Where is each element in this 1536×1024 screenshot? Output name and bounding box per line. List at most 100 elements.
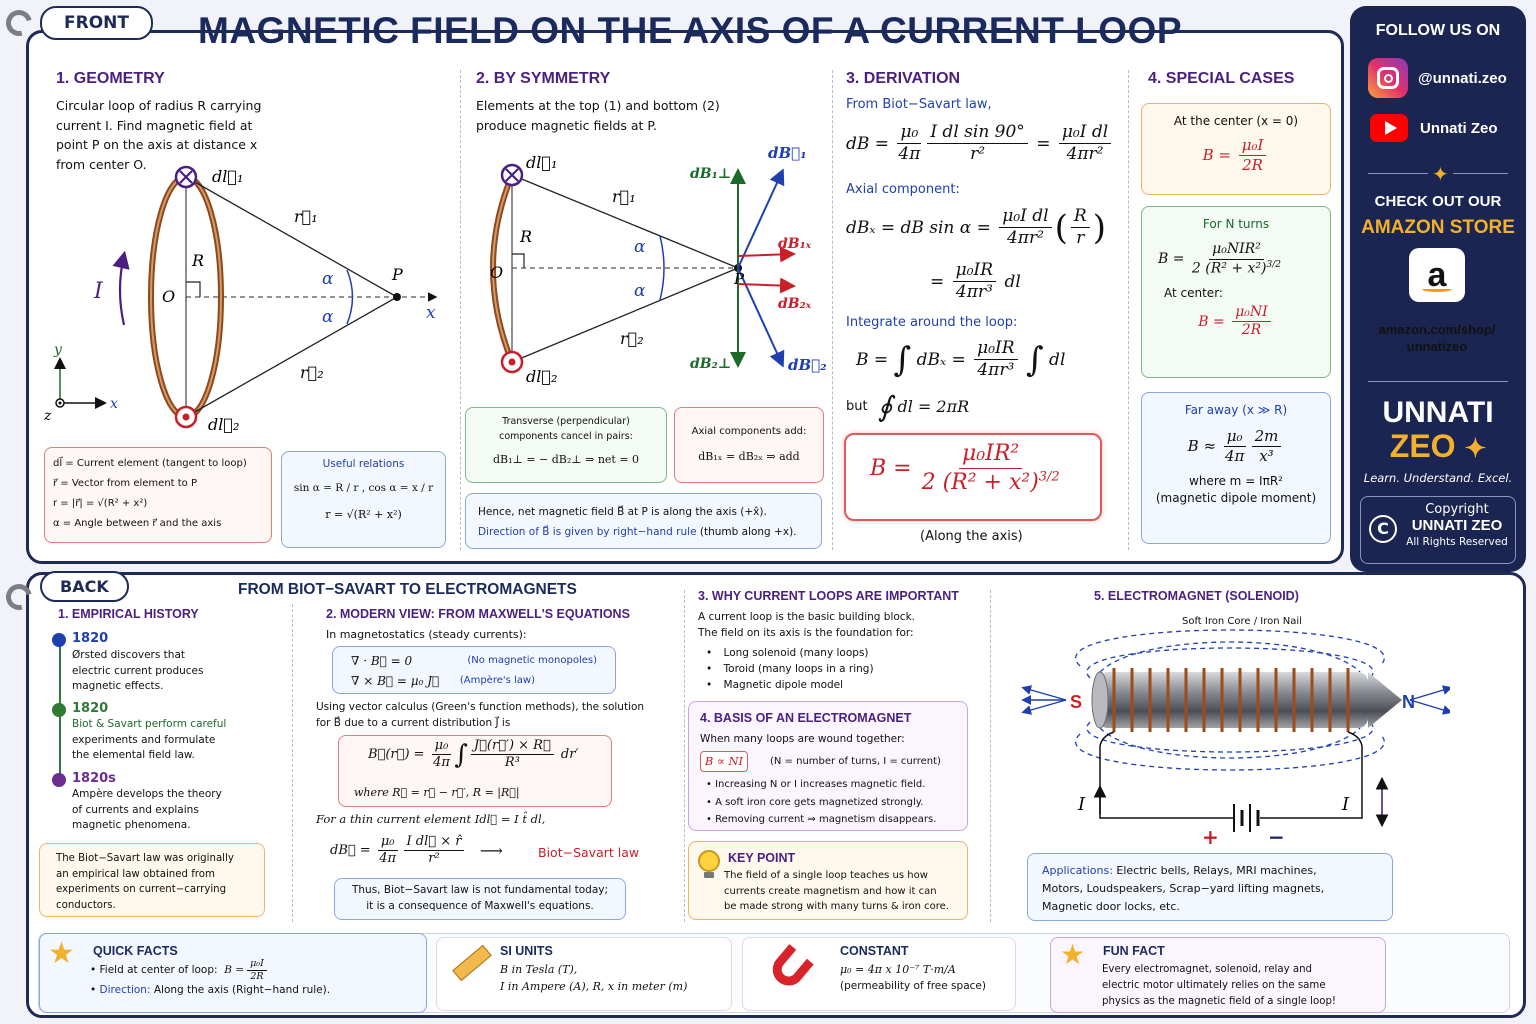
result-note: (Along the axis) — [920, 529, 1023, 544]
key-point-box — [688, 841, 968, 920]
quick-facts — [39, 933, 427, 1013]
sym-label-dl1: dl⃗₁ — [526, 153, 557, 172]
fun-fact — [1050, 937, 1386, 1013]
basis-bullets: • Increasing N or I increases magnetic f… — [706, 779, 937, 825]
si-1: B in Tesla (T), — [500, 963, 578, 976]
modern-using: Using vector calculus (Green's function … — [316, 701, 645, 729]
label-n: N — [1402, 692, 1415, 712]
solenoid-diagram: S N I I + − — [1021, 629, 1450, 848]
sym-label-alpha-bottom: α — [634, 281, 646, 301]
sym-label-r2: r⃗₂ — [620, 329, 644, 348]
sym-label-dB2p: dB₂⊥ — [690, 356, 731, 372]
divider — [832, 70, 833, 550]
const-1: μ₀ = 4π x 10⁻⁷ T·m/A — [840, 963, 956, 976]
youtube-icon — [1370, 114, 1408, 142]
check-heading: CHECK OUT OUR — [1374, 193, 1502, 210]
si-heading: SI UNITS — [500, 944, 553, 958]
divider — [460, 70, 461, 550]
geometry-heading: 1. GEOMETRY — [56, 70, 165, 87]
divider — [1368, 381, 1508, 382]
label-minus: − — [1268, 825, 1285, 848]
geometry-intro: Circular loop of radius R carrying curre… — [56, 98, 262, 172]
star-icon: ★ — [1060, 938, 1086, 971]
sym-label-O: O — [490, 263, 503, 282]
label-alpha-top: α — [322, 269, 334, 289]
transverse-box: Transverse (perpendicular) components ca… — [465, 407, 667, 483]
copyright-text: Copyright UNNATI ZEO All Rights Reserved — [1406, 502, 1508, 548]
bulb-base — [704, 872, 714, 878]
point-p — [393, 293, 401, 301]
amazon-icon[interactable]: a — [1409, 248, 1465, 302]
basis-propn: (N = number of turns, I = current) — [770, 756, 941, 767]
label-i-left: I — [1077, 794, 1086, 815]
bulb-icon — [698, 850, 720, 872]
youtube-link[interactable]: Unnati Zeo — [1370, 114, 1498, 142]
front-title: MAGNETIC FIELD ON THE AXIS OF A CURRENT … — [198, 10, 1182, 51]
eq-but: but ∮ dl = 2πR — [846, 390, 970, 423]
sym-label-dB1p: dB₁⊥ — [690, 166, 731, 182]
sym-label-alpha-top: α — [634, 237, 646, 257]
constant — [742, 937, 1016, 1011]
label-axis-x: x — [110, 396, 118, 412]
label-axis-z: z — [43, 408, 52, 424]
brand-motto: Learn. Understand. Excel. — [1363, 471, 1513, 485]
label-O: O — [162, 287, 175, 306]
sym-label-dB2x: dB₂ₓ — [778, 296, 812, 312]
basis-prop: B ∝ NI — [700, 751, 748, 772]
green-function-box — [338, 735, 612, 807]
sym-label-r1: r⃗₁ — [612, 187, 636, 206]
divider — [684, 590, 685, 922]
symmetry-conclusion: Hence, net magnetic field B⃗ at P is alo… — [465, 493, 822, 549]
const-heading: CONSTANT — [840, 944, 909, 958]
geometry-diagram: dl⃗₁ dl⃗₂ r⃗₁ r⃗₂ R O P x I α α y x z — [43, 165, 438, 434]
brand-name: UNNATI — [1382, 396, 1494, 429]
copyright-box — [1360, 496, 1516, 564]
axial-box: Axial components add: dB₁ₓ = dB₂ₓ ⇒ add — [674, 407, 824, 483]
derivation-from: From Biot−Savart law, — [846, 97, 992, 112]
derivation-heading: 3. DERIVATION — [846, 70, 961, 87]
label-plus: + — [1202, 825, 1219, 848]
label-r2: r⃗₂ — [300, 363, 324, 382]
label-axis-y: y — [53, 342, 63, 358]
derivation-integrate: Integrate around the loop: — [846, 315, 1018, 330]
modern-heading: 2. MODERN VIEW: FROM MAXWELL'S EQUATIONS — [326, 607, 630, 621]
key-heading: KEY POINT — [728, 851, 796, 865]
why-heading: 3. WHY CURRENT LOOPS ARE IMPORTANT — [698, 589, 959, 603]
follow-heading: FOLLOW US ON — [1375, 22, 1501, 39]
instagram-icon — [1368, 58, 1408, 98]
store-heading: AMAZON STORE — [1361, 217, 1515, 238]
back-title: FROM BIOT−SAVART TO ELECTROMAGNETS — [238, 581, 577, 598]
solenoid-heading: 5. ELECTROMAGNET (SOLENOID) — [1094, 589, 1299, 603]
const-2: (permeability of free space) — [840, 980, 986, 992]
label-dl2: dl⃗₂ — [208, 415, 239, 434]
label-R: R — [191, 251, 204, 270]
basis-l1: When many loops are wound together: — [700, 733, 905, 745]
back-tag: BACK — [40, 571, 129, 602]
sym-label-dB2: dB⃗₂ — [788, 356, 826, 374]
fun-heading: FUN FACT — [1103, 944, 1165, 958]
key-text: The field of a single loop teaches us ho… — [724, 870, 949, 912]
label-x-axis: x — [426, 303, 436, 323]
modern-conclusion: Thus, Biot−Savart law is not fundamental… — [334, 878, 626, 920]
instagram-link[interactable]: @unnati.zeo — [1368, 58, 1507, 98]
brand-zeo: ZEO ✦ — [1389, 428, 1487, 464]
useful-relations-box: Useful relations sin α = R / r , cos α =… — [281, 451, 446, 548]
quick-2: • Direction: Along the axis (Right−hand … — [90, 984, 331, 996]
bs-label: Biot−Savart law — [538, 845, 640, 860]
quick-heading: QUICK FACTS — [93, 944, 178, 958]
amazon-store-link[interactable]: amazon.com/shop/ unnatizeo — [1378, 322, 1496, 354]
geometry-legend: dl⃗ = Current element (tangent to loop) … — [44, 447, 272, 543]
sym-label-dl2: dl⃗₂ — [526, 367, 557, 386]
divider — [292, 604, 293, 922]
label-s: S — [1070, 692, 1082, 712]
label-P: P — [391, 265, 403, 284]
